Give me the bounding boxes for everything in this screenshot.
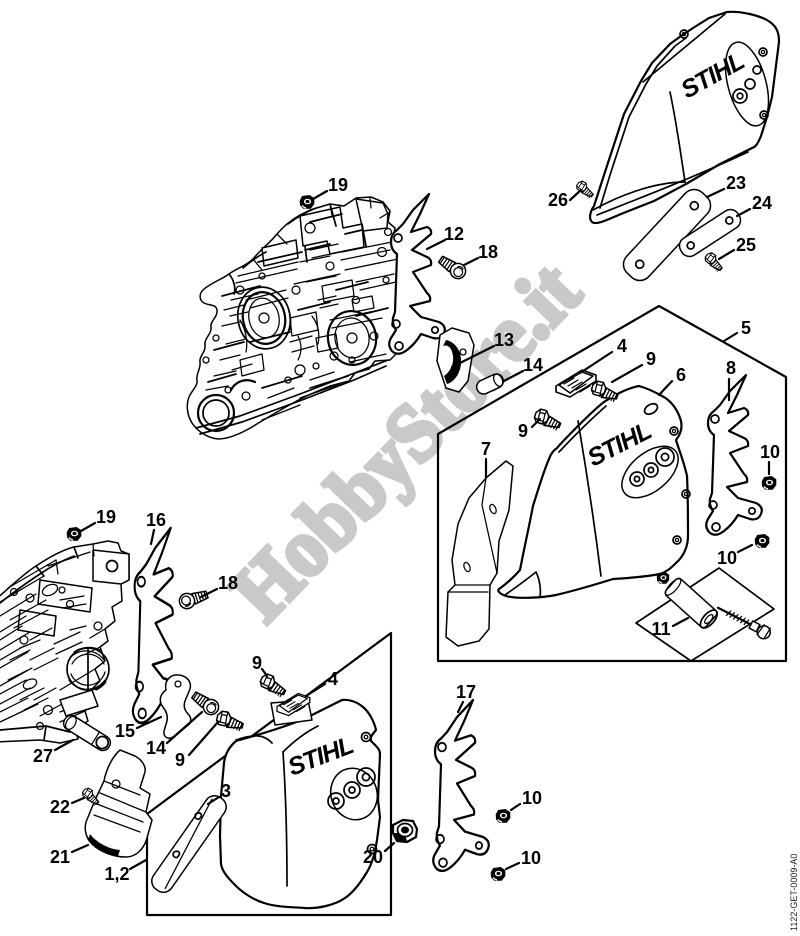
svg-text:20: 20 — [363, 847, 383, 867]
svg-text:10: 10 — [522, 788, 542, 808]
svg-text:13: 13 — [494, 330, 514, 350]
svg-text:7: 7 — [481, 439, 491, 459]
svg-text:19: 19 — [96, 507, 116, 527]
svg-text:24: 24 — [752, 193, 772, 213]
svg-text:18: 18 — [478, 242, 498, 262]
svg-text:4: 4 — [328, 669, 338, 689]
svg-text:16: 16 — [146, 510, 166, 530]
svg-text:8: 8 — [726, 358, 736, 378]
svg-text:3: 3 — [221, 781, 231, 801]
svg-text:21: 21 — [50, 847, 70, 867]
svg-text:1,2: 1,2 — [104, 864, 129, 884]
svg-text:25: 25 — [736, 235, 756, 255]
svg-text:14: 14 — [146, 738, 166, 758]
svg-text:11: 11 — [651, 619, 670, 639]
svg-text:9: 9 — [646, 349, 656, 369]
svg-text:9: 9 — [175, 750, 185, 770]
svg-text:26: 26 — [548, 190, 568, 210]
svg-text:10: 10 — [521, 848, 541, 868]
svg-text:19: 19 — [328, 175, 348, 195]
svg-text:14: 14 — [523, 355, 543, 375]
svg-text:4: 4 — [617, 336, 627, 356]
svg-text:5: 5 — [741, 318, 751, 338]
svg-text:15: 15 — [115, 721, 135, 741]
svg-text:6: 6 — [676, 365, 686, 385]
svg-text:23: 23 — [726, 173, 746, 193]
svg-text:17: 17 — [456, 682, 476, 702]
svg-text:22: 22 — [50, 797, 70, 817]
svg-text:1122-GET-0009-A0: 1122-GET-0009-A0 — [789, 854, 799, 931]
svg-text:27: 27 — [33, 746, 53, 766]
svg-text:18: 18 — [218, 573, 238, 593]
svg-text:9: 9 — [518, 421, 528, 441]
svg-text:10: 10 — [717, 548, 737, 568]
svg-text:9: 9 — [252, 653, 262, 673]
svg-text:12: 12 — [444, 224, 464, 244]
svg-text:10: 10 — [760, 442, 780, 462]
